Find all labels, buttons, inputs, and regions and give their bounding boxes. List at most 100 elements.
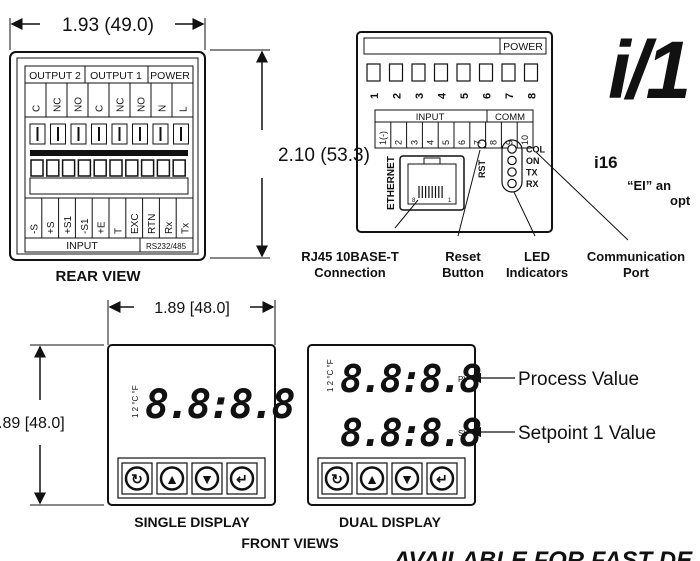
rear-top-terminal-label: L bbox=[179, 106, 190, 112]
front-caption: FRONT VIEWS bbox=[241, 535, 338, 551]
i16-ethernet-label: ETHERNET bbox=[386, 156, 397, 210]
top-pin-slot bbox=[366, 63, 381, 82]
availability-banner: AVAILABLE FOR FAST DE bbox=[392, 547, 693, 561]
rear-bottom-terminal-label: -S1 bbox=[80, 218, 91, 234]
reset-callout-2: Button bbox=[442, 265, 484, 280]
rear-bottom-terminal-label: +S1 bbox=[63, 215, 74, 234]
screw-bottom bbox=[46, 159, 60, 177]
bottom-pin-number: 4 bbox=[425, 140, 435, 145]
rear-inner-frame bbox=[16, 57, 199, 255]
dual-indicator: 1 2 °C °F bbox=[326, 359, 335, 392]
model-label: i16 bbox=[594, 153, 618, 172]
rear-housing bbox=[9, 51, 206, 261]
led-label: COL bbox=[526, 145, 546, 155]
option-note-1: “EI” an bbox=[627, 178, 671, 193]
callout-reset-line bbox=[457, 149, 481, 237]
front-key[interactable]: ▲ bbox=[156, 462, 188, 495]
front-width-dim: 1.89 [48.0] bbox=[154, 300, 230, 317]
rear-bottom-terminal-label: RTN bbox=[147, 214, 158, 234]
front-key-ring bbox=[229, 466, 255, 491]
led-housing bbox=[501, 139, 523, 193]
pv-tag: PV bbox=[458, 375, 469, 384]
bottom-pin-number: 9 bbox=[504, 140, 514, 145]
single-caption: SINGLE DISPLAY bbox=[134, 514, 250, 530]
rj45-latch bbox=[423, 157, 441, 165]
led-label: RX bbox=[526, 179, 539, 189]
brand-logo: i/1 bbox=[608, 25, 688, 116]
single-display-digits: 8.8:8.8 bbox=[145, 382, 294, 428]
top-pin-slot bbox=[433, 63, 449, 82]
front-key[interactable]: ▲ bbox=[356, 462, 388, 495]
rear-bottom-terminal-label: +E bbox=[97, 221, 108, 234]
rear-width-dim: 1.93 (49.0) bbox=[62, 15, 154, 36]
front-key-ring bbox=[194, 466, 220, 491]
i16-power-label: POWER bbox=[503, 41, 543, 53]
top-pin-number: 1 bbox=[369, 93, 381, 99]
rj45-port bbox=[399, 155, 465, 211]
screw-bottom bbox=[140, 159, 155, 177]
process-value-label: Process Value bbox=[518, 369, 639, 390]
rear-top-terminal-label: C bbox=[32, 105, 43, 112]
setpoint-value-label: Setpoint 1 Value bbox=[518, 423, 656, 444]
rear-group-output1: OUTPUT 1 bbox=[90, 70, 142, 82]
rj45-pin-left: 8 bbox=[412, 198, 416, 204]
option-note-2: opt bbox=[670, 193, 691, 208]
front-key-ring bbox=[359, 466, 385, 491]
screw-bottom bbox=[77, 159, 92, 177]
screw-bottom bbox=[125, 159, 139, 177]
i16-input-label: INPUT bbox=[416, 112, 445, 123]
front-views: 1.89 [48.0] .89 [48.0] 1 2 °C °F 8.8:8.8… bbox=[0, 300, 693, 561]
top-pin-number: 7 bbox=[504, 93, 516, 99]
front-key[interactable]: ↵ bbox=[226, 462, 258, 495]
screw-bottom bbox=[93, 159, 107, 177]
led-dot bbox=[507, 178, 517, 189]
bottom-pin-number: 8 bbox=[489, 140, 499, 145]
rear-caption: REAR VIEW bbox=[55, 268, 141, 285]
i16-power-row bbox=[363, 37, 547, 55]
comm-callout-2: Port bbox=[623, 265, 650, 280]
rear-bottom-terminal-label: -S bbox=[29, 224, 40, 234]
rear-bottom-terminal-label: +S bbox=[46, 221, 57, 234]
front-key[interactable]: ↵ bbox=[426, 462, 458, 495]
screw-bottom bbox=[30, 159, 44, 177]
front-key[interactable]: ▼ bbox=[391, 462, 423, 495]
bottom-pin-number: 2 bbox=[394, 140, 404, 145]
comm-callout-1: Communication bbox=[587, 249, 685, 264]
rear-bottom-terminal-label: T bbox=[113, 228, 124, 234]
single-indicator: 1 2 °C °F bbox=[131, 385, 140, 418]
screw-bottom bbox=[156, 159, 171, 177]
rear-input-label: INPUT bbox=[66, 240, 98, 252]
up-key-icon: ▲ bbox=[165, 471, 179, 487]
front-key[interactable]: ↻ bbox=[321, 462, 353, 495]
front-height-dim: .89 [48.0] bbox=[0, 415, 65, 432]
front-key-ring bbox=[429, 466, 455, 491]
rj45-callout-2: Connection bbox=[314, 265, 386, 280]
callout-comm-line bbox=[535, 151, 629, 241]
top-pin-slot bbox=[388, 63, 404, 82]
rear-height-dim: 2.10 (53.3) bbox=[278, 145, 370, 166]
front-key-ring bbox=[159, 466, 185, 491]
led-dot bbox=[507, 155, 517, 166]
rj45-contacts bbox=[418, 157, 443, 198]
sv-tag: SV bbox=[458, 429, 469, 438]
terminal-rail bbox=[30, 150, 188, 156]
screw-bottom bbox=[109, 159, 123, 177]
rear-bottom-terminal-label: Tx bbox=[181, 223, 192, 234]
reset-key-icon: ↻ bbox=[331, 471, 343, 487]
brand-area: i/1 i16 “EI” an opt bbox=[594, 25, 692, 208]
front-key[interactable]: ▼ bbox=[191, 462, 223, 495]
rear-view: 1.93 (49.0) 2.10 (53.3) OUTPUT 2 OUTPUT … bbox=[9, 15, 370, 285]
rear-top-terminal-label: C bbox=[95, 105, 106, 112]
screw-bottom bbox=[61, 159, 76, 177]
rear-top-terminal-label: NC bbox=[53, 98, 64, 112]
terminal-guard bbox=[29, 177, 189, 195]
front-key[interactable]: ↻ bbox=[121, 462, 153, 495]
top-pin-number: 3 bbox=[414, 93, 426, 99]
bottom-pin-number: 3 bbox=[410, 140, 420, 145]
led-dot bbox=[507, 144, 517, 154]
top-pin-number: 6 bbox=[482, 93, 494, 99]
